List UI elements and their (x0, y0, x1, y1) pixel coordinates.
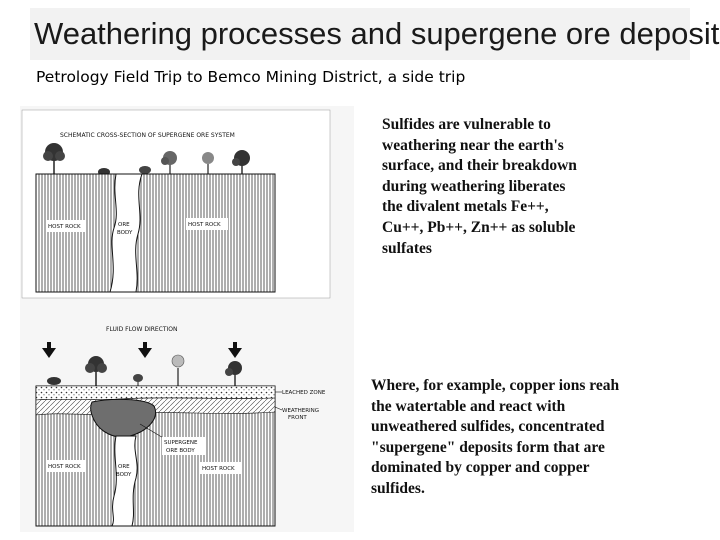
tree-icon (225, 361, 242, 386)
down-arrow-icon (138, 342, 152, 358)
top-host-rock-left-label: HOST ROCK (48, 224, 81, 230)
paragraph-line: during weathering liberates (382, 177, 566, 195)
paragraph-line: surface, and their breakdown (382, 157, 577, 175)
sulfide-weathering-paragraph: Sulfides are vulnerable to weathering ne… (382, 115, 702, 259)
top-host-rock-right-label: HOST ROCK (188, 222, 221, 228)
paragraph-line: "supergene" deposits form that are (371, 438, 605, 456)
cross-section-svg: SCHEMATIC CROSS-SECTION OF SUPERGENE ORE… (21, 109, 331, 527)
paragraph-line: dominated by copper and copper (371, 459, 590, 477)
down-arrow-icon (42, 342, 56, 358)
tree-icon (47, 377, 61, 385)
paragraph-line: sulfides. (371, 479, 425, 497)
bottom-diagram-heading: FLUID FLOW DIRECTION (106, 326, 178, 333)
top-ore-label-2: BODY (117, 230, 133, 236)
paragraph-line: the watertable and react with (371, 397, 566, 415)
supergene-paragraph: Where, for example, copper ions reah the… (371, 376, 701, 500)
bottom-ore-label-2: BODY (116, 472, 132, 478)
top-diagram-heading: SCHEMATIC CROSS-SECTION OF SUPERGENE ORE… (60, 132, 235, 139)
bottom-host-rock-left-label: HOST ROCK (48, 464, 81, 470)
tree-icon (133, 374, 143, 386)
cross-section-figure: SCHEMATIC CROSS-SECTION OF SUPERGENE ORE… (20, 106, 354, 532)
weathering-front-label-2: FRONT (288, 415, 307, 421)
leached-zone-label: LEACHED ZONE (282, 390, 326, 396)
paragraph-line: sulfates (382, 239, 432, 257)
supergene-label-2: ORE BODY (166, 448, 195, 454)
bottom-host-rock-right-label: HOST ROCK (202, 466, 235, 472)
paragraph-line: weathering near the earth's (382, 136, 564, 154)
slide-title: Weathering processes and supergene ore d… (30, 8, 720, 60)
bottom-ore-label-1: ORE (118, 464, 130, 470)
paragraph-line: the divalent metals Fe++, (382, 198, 549, 216)
paragraph-line: unweathered sulfides, concentrated (371, 418, 605, 436)
paragraph-line: Sulfides are vulnerable to (382, 116, 551, 133)
tree-icon (171, 354, 185, 386)
supergene-label-1: SUPERGENE (164, 440, 198, 446)
slide-subtitle: Petrology Field Trip to Bemco Mining Dis… (36, 68, 466, 86)
paragraph-line: Where, for example, copper ions reah (371, 377, 620, 394)
tree-icon (85, 356, 107, 386)
paragraph-line: Cu++, Pb++, Zn++ as soluble (382, 218, 576, 236)
top-ore-label-1: ORE (118, 222, 130, 228)
down-arrow-icon (228, 342, 242, 358)
weathering-front-label-1: WEATHERING (282, 408, 319, 414)
tree-icon (43, 143, 65, 176)
